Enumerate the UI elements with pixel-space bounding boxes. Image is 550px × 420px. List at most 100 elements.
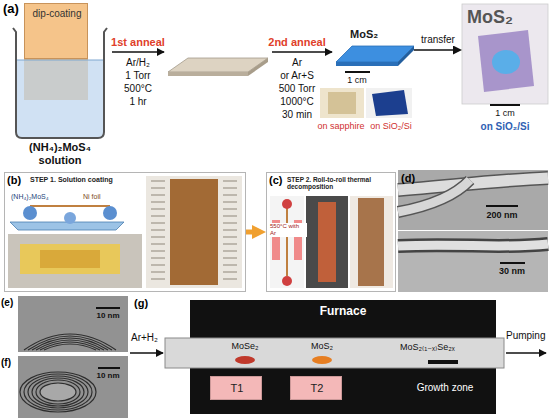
tem-layer-image <box>24 334 116 350</box>
mos2-film-plate <box>345 71 370 73</box>
step1-illustration <box>30 205 110 207</box>
node-text: dip-coating <box>33 8 82 20</box>
anneal-arrow <box>112 51 164 53</box>
edge-label: transfer <box>420 34 456 46</box>
annotation-label: or Ar+S <box>280 70 314 82</box>
tem-layer-image <box>36 380 80 404</box>
node-text: STEP 1. Solution coating <box>29 176 114 184</box>
step2-illustration <box>306 196 348 288</box>
step1-illustration <box>23 206 37 220</box>
annotation-label: Ar/H₂ <box>126 57 150 69</box>
transferred-film-photo: MoS₂ 1 cm on SiO₂/Si <box>462 4 548 138</box>
sample-photo <box>372 90 408 116</box>
cvd-furnace <box>235 356 255 364</box>
node-text: STEP 2. Roll-to-roll thermal decompositi… <box>287 176 393 191</box>
heating-zone: T1 <box>210 376 262 400</box>
solution-beaker: (NH₄)₂MoS₄ solution <box>10 22 110 170</box>
tem-layer-image <box>98 367 120 369</box>
step1-illustration <box>10 222 124 230</box>
cvd-furnace <box>165 338 504 368</box>
step1-illustration <box>223 180 237 284</box>
tem-layer-image <box>44 344 96 350</box>
step1-illustration <box>20 244 120 274</box>
annotation-label: MoS₂ <box>311 341 333 351</box>
annealed-substrate <box>168 58 268 76</box>
node-text: Ni foil <box>83 193 101 201</box>
sample-photo <box>328 92 356 114</box>
substrate-slide: dip-coating <box>24 3 88 59</box>
anneal-arrow <box>272 51 332 53</box>
tem-layer-image <box>32 338 108 350</box>
tem-layer-image <box>28 376 88 408</box>
mos2-film-plate <box>336 62 398 66</box>
transferred-film-photo <box>462 4 548 105</box>
annotation-label: 1 hr <box>129 96 146 108</box>
annotation-label: on sapphire <box>317 121 364 131</box>
sample-photo <box>320 88 364 118</box>
cvd-furnace <box>130 352 163 354</box>
annealed-substrate <box>168 72 248 76</box>
step1-illustration <box>64 212 76 224</box>
process-arrow <box>246 230 255 235</box>
transfer-arrow <box>414 49 455 51</box>
tem-nanotube-image <box>500 262 525 264</box>
annotation-label: MoSe₂ <box>231 341 258 351</box>
annotation-label: 1 cm <box>347 75 367 85</box>
node-text: on SiO₂/Si <box>481 121 530 133</box>
annotation-label: (a) <box>3 2 19 17</box>
annotation-label: Growth zone <box>417 382 474 394</box>
cvd-furnace <box>312 356 332 364</box>
node-text: (NH₄)₂MoS₄ <box>11 193 49 201</box>
annotation-label: 500 Torr <box>279 83 316 95</box>
transferred-film-photo <box>492 50 520 74</box>
annealed-substrate <box>248 58 268 76</box>
step2-illustration <box>286 208 288 276</box>
step2-illustration <box>282 276 292 286</box>
mos2-film: MoS₂ <box>336 28 414 72</box>
annotation-label: 1000°C <box>280 96 313 108</box>
annotation-label: 10 nm <box>96 311 119 320</box>
annotation-label: (e) <box>1 297 13 309</box>
tem-nanotube-image <box>398 180 470 212</box>
sample-photo <box>366 88 412 118</box>
heating-zone: T2 <box>290 376 342 400</box>
step2-illustration <box>350 196 393 288</box>
furnace: FurnaceT1T2 <box>190 300 496 414</box>
annotation-label: 200 nm <box>486 210 517 220</box>
node-text: 1 cm <box>495 108 515 118</box>
tem-nanotube-image <box>398 170 548 230</box>
tem-layer-image <box>18 356 128 418</box>
annotation-label: Ar+H₂ <box>131 332 158 344</box>
annotation-label: (d) <box>401 172 415 185</box>
annotation-label: 10 nm <box>96 371 119 380</box>
tem-layer-image <box>96 307 120 309</box>
step2-illustration <box>282 199 292 209</box>
tem-layer-image <box>36 340 104 350</box>
tem-nanotube-image <box>398 170 548 292</box>
annotation-label: (b) <box>7 174 21 187</box>
tem-layer-image <box>32 378 84 406</box>
annotation-label: MoS₂₍₁₋ₓ₎Se₂ₓ <box>400 342 455 352</box>
step1-illustration <box>8 176 242 288</box>
step2-illustration <box>358 198 384 286</box>
anneal-arrow <box>112 52 332 53</box>
annotation-label: (c) <box>269 174 282 187</box>
sample-photo <box>320 88 412 118</box>
tem-layer-image <box>40 342 100 350</box>
annotation-label: 2nd anneal <box>268 36 325 49</box>
tem-layer-image <box>28 336 112 350</box>
tem-layer-image <box>18 296 128 352</box>
annotation-label: 1st anneal <box>111 36 165 49</box>
tem-layer-image <box>24 374 92 410</box>
beaker <box>16 60 104 137</box>
node-text: T1 <box>231 382 244 395</box>
tem-nanotube-image <box>398 244 548 246</box>
annotation-label: 30 min <box>282 109 312 121</box>
node-text: MoS₂ <box>467 7 513 28</box>
tem-layer-image <box>18 296 128 418</box>
tem-nanotube-image <box>486 205 518 207</box>
annotation-label: 30 nm <box>499 266 525 276</box>
